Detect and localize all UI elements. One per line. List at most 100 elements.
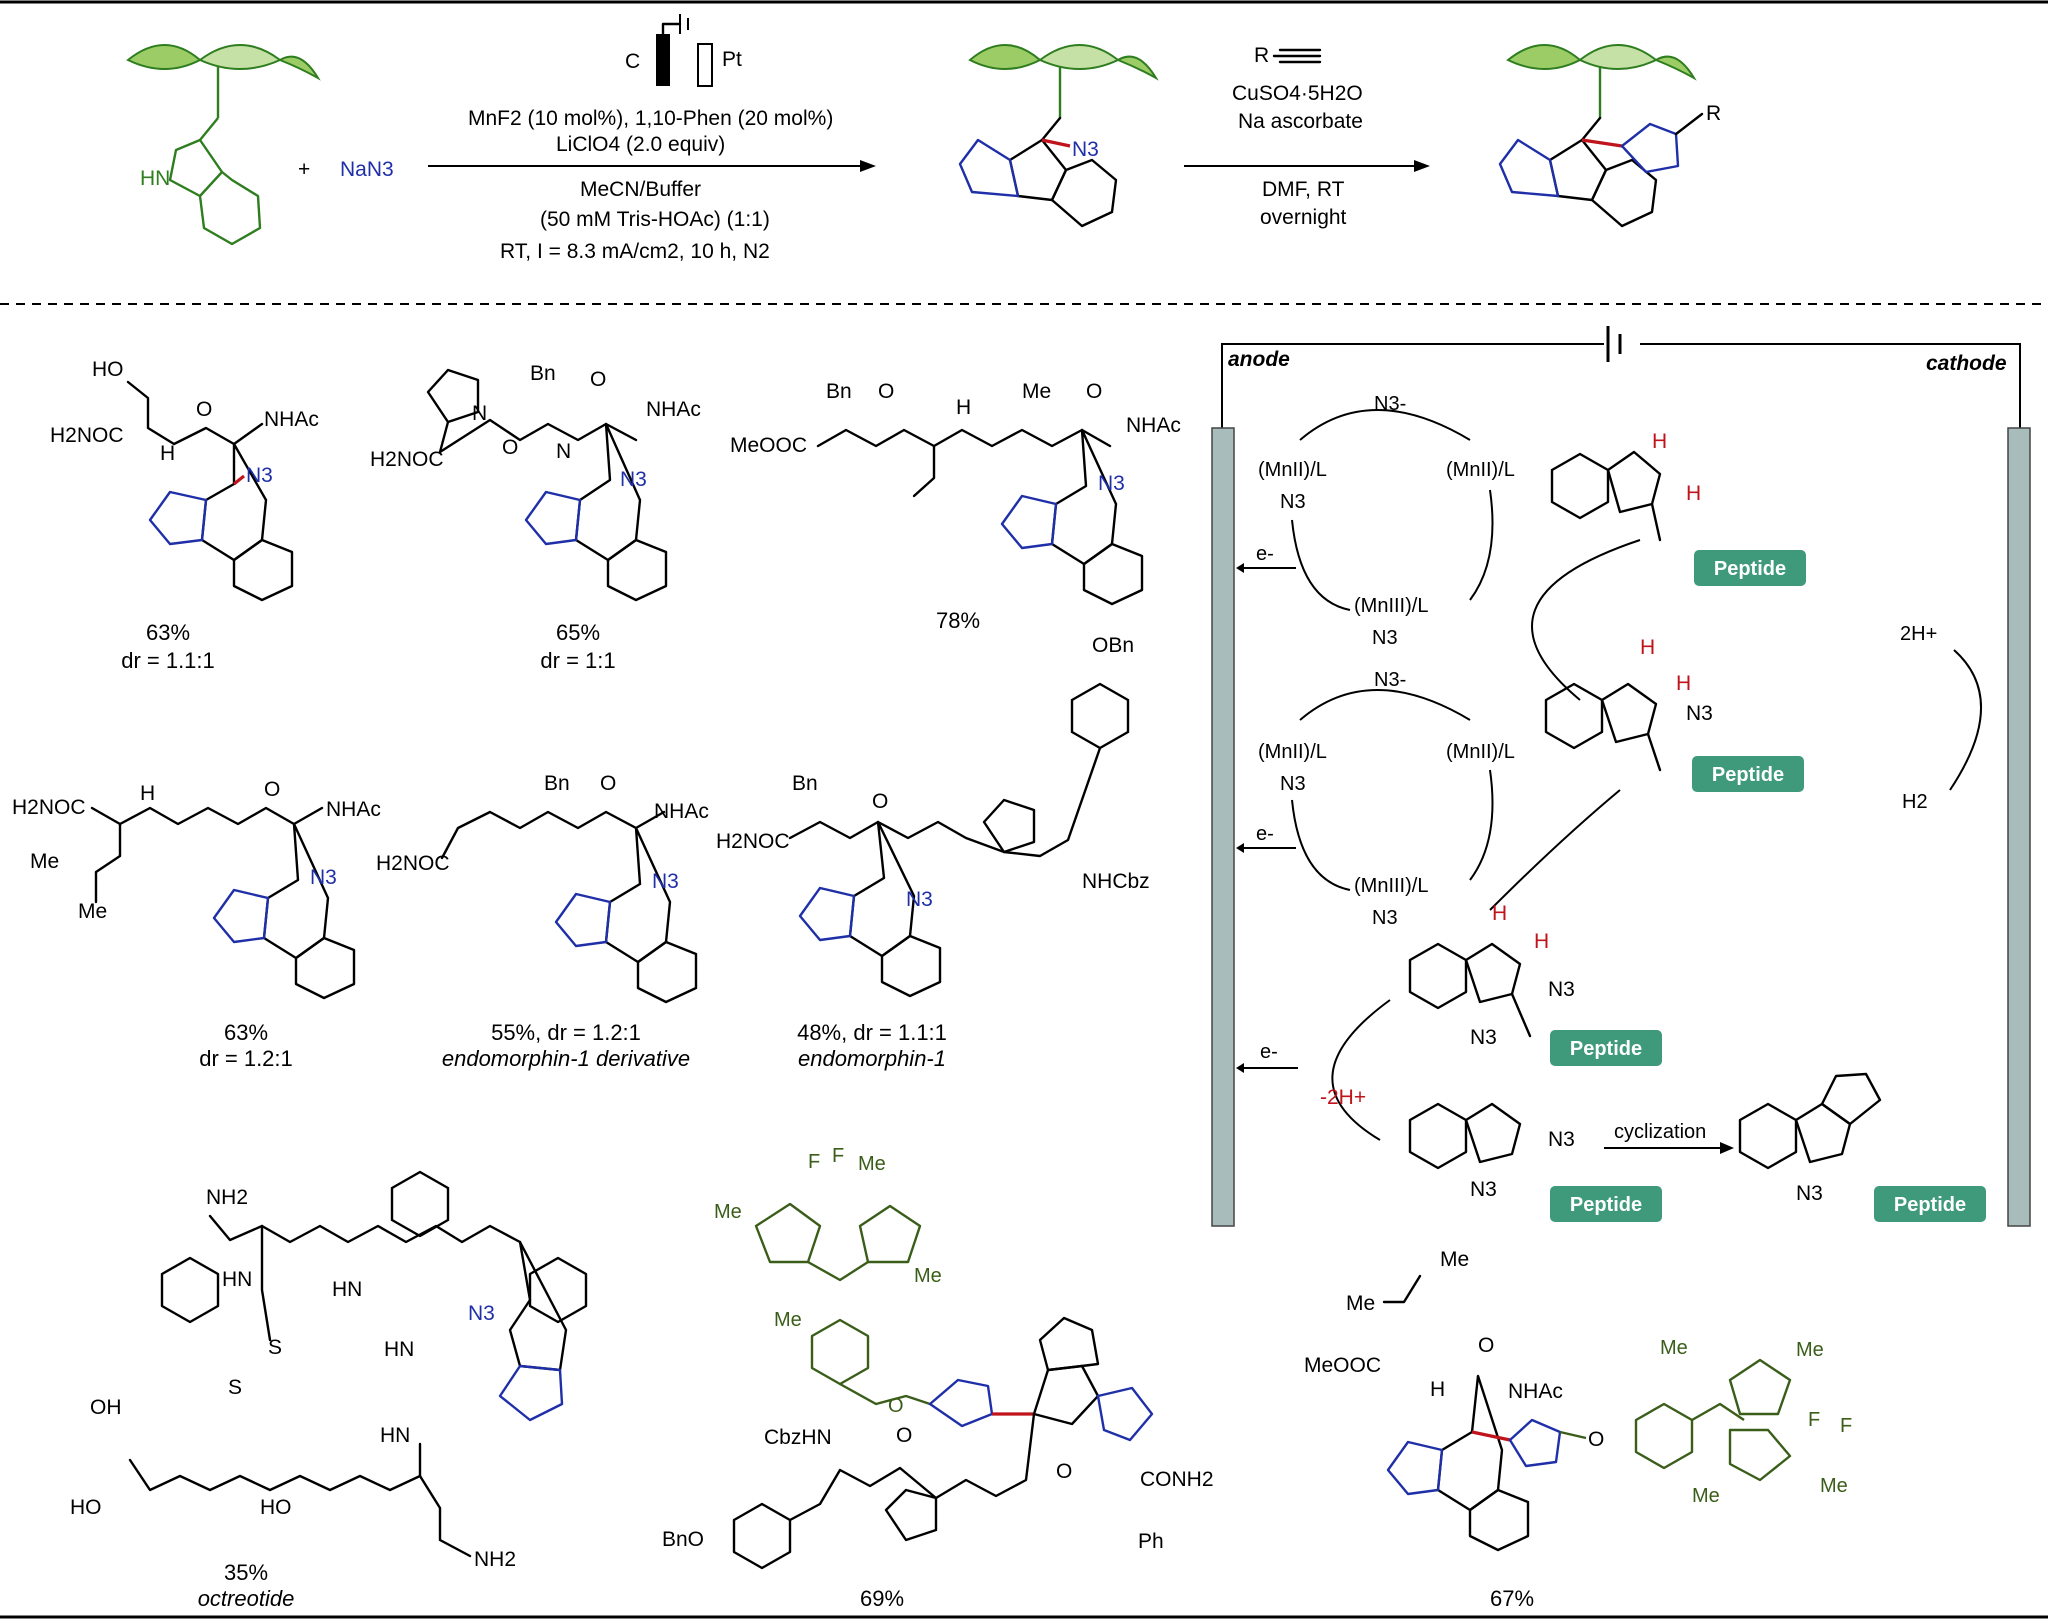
product-6-structure: OBn Bn H2NOC O NHCbz N3	[716, 634, 1150, 998]
triazole-product: R	[1498, 102, 1721, 228]
yield-9: 67%	[1490, 1586, 1534, 1611]
peptide-tag-1	[1694, 550, 1806, 586]
svg-text:H: H	[1492, 902, 1507, 925]
svg-text:O: O	[1478, 1334, 1494, 1357]
svg-text:N: N	[472, 402, 487, 425]
svg-text:N3: N3	[1098, 472, 1125, 495]
svg-text:N3: N3	[1796, 1182, 1823, 1205]
svg-text:O: O	[196, 398, 212, 421]
cycle1-top-arc	[1299, 409, 1471, 441]
svg-text:HO: HO	[70, 1496, 102, 1519]
mn3-azide-2: N3	[1372, 907, 1398, 929]
condition-temperature: RT, I = 8.3 mA/cm2, 10 h, N2	[500, 240, 770, 263]
cathode-electrode	[2007, 427, 2031, 1227]
condition-buffer: (50 mM Tris-HOAc) (1:1)	[540, 208, 770, 231]
dr-2: dr = 1:1	[540, 648, 615, 673]
yield-4: 63%	[224, 1020, 268, 1045]
cyclization-label: cyclization	[1614, 1121, 1706, 1143]
svg-text:S: S	[268, 1336, 282, 1359]
svg-text:NH2: NH2	[474, 1548, 516, 1571]
svg-text:MeOOC: MeOOC	[1304, 1354, 1381, 1377]
svg-text:Bn: Bn	[792, 772, 818, 795]
mech-tetrazole: N3	[1738, 1072, 1882, 1205]
yield-1: 63%	[146, 620, 190, 645]
svg-text:C: C	[625, 50, 640, 73]
dr-1: dr = 1.1:1	[121, 648, 215, 673]
azidation-arrow	[1489, 789, 1621, 911]
proton-loss: -2H+	[1320, 1086, 1366, 1109]
cathode-label: cathode	[1926, 352, 2007, 375]
mechanism-panel	[1211, 326, 2031, 1227]
svg-text:O: O	[590, 368, 606, 391]
product-2-structure: N Bn O H2NOC O N NHAc N3	[370, 362, 701, 602]
product-3-structure: Bn Me MeOOC O H O NHAc N3	[730, 380, 1181, 606]
svg-text:HN: HN	[384, 1338, 414, 1361]
svg-text:N3: N3	[310, 866, 337, 889]
svg-text:Me: Me	[714, 1201, 742, 1223]
svg-text:O: O	[1588, 1428, 1604, 1451]
svg-text:F: F	[1808, 1409, 1820, 1431]
svg-text:Bn: Bn	[826, 380, 852, 403]
mech-indole: H H	[1550, 430, 1701, 542]
svg-text:N3: N3	[1686, 702, 1713, 725]
two-protons: 2H+	[1900, 623, 1937, 645]
condition-solvent: MeCN/Buffer	[580, 178, 701, 201]
svg-text:Bn: Bn	[544, 772, 570, 795]
peptide-helix-product	[968, 44, 1159, 142]
product-4-structure: H2NOC Me Me H O NHAc N3	[12, 778, 381, 1000]
svg-text:O: O	[878, 380, 894, 403]
svg-text:O: O	[872, 790, 888, 813]
condition-electrolyte: LiClO4 (2.0 equiv)	[556, 133, 725, 156]
svg-text:N3: N3	[1072, 138, 1099, 161]
mn3-complex-1: (MnIII)/L	[1354, 595, 1428, 617]
hydrogen-gas: H2	[1902, 791, 1928, 813]
svg-text:Ph: Ph	[1138, 1530, 1164, 1553]
svg-text:OH: OH	[90, 1396, 122, 1419]
click-ascorbate: Na ascorbate	[1238, 110, 1363, 133]
mn2-azide-1: N3	[1280, 491, 1306, 513]
svg-text:NHAc: NHAc	[264, 408, 319, 431]
peptide-label-4: Peptide	[1570, 1194, 1642, 1216]
note-5: endomorphin-1 derivative	[442, 1046, 690, 1071]
peptide-tag-4	[1550, 1186, 1662, 1222]
oxidation-arc	[1331, 999, 1391, 1141]
cycle1-right-arc	[1469, 489, 1494, 601]
svg-text:H2NOC: H2NOC	[376, 852, 450, 875]
svg-text:MeOOC: MeOOC	[730, 434, 807, 457]
yield-8: 69%	[860, 1586, 904, 1611]
svg-text:NHAc: NHAc	[1126, 414, 1181, 437]
svg-text:O: O	[896, 1424, 912, 1447]
mech-diazide: H H N3 N3	[1408, 902, 1575, 1049]
svg-text:O: O	[502, 436, 518, 459]
svg-text:O: O	[1086, 380, 1102, 403]
svg-text:OBn: OBn	[1092, 634, 1134, 657]
alkyne-r: R	[1254, 44, 1269, 67]
yield-3: 78%	[936, 608, 980, 633]
svg-text:Me: Me	[914, 1265, 942, 1287]
svg-text:H: H	[1534, 930, 1549, 953]
svg-text:Me: Me	[1660, 1337, 1688, 1359]
mech-radical: H H N3	[1544, 636, 1713, 772]
product-5-structure: Bn H2NOC O NHAc N3	[376, 772, 709, 1004]
indole-start: HN	[140, 117, 262, 246]
svg-text:N3: N3	[1470, 1178, 1497, 1201]
product-1-structure: HO H2NOC O H NHAc N3	[50, 358, 319, 602]
mech-indolenine: N3 N3	[1408, 1102, 1575, 1201]
note-6: endomorphin-1	[798, 1046, 946, 1071]
svg-text:Me: Me	[1022, 380, 1051, 403]
peptide-tag-5	[1874, 1186, 1986, 1222]
cycle1-left-arc	[1291, 519, 1351, 611]
svg-text:Pt: Pt	[722, 48, 742, 71]
svg-text:H2NOC: H2NOC	[370, 448, 444, 471]
peptide-tag-3	[1550, 1030, 1662, 1066]
plus-sign: +	[298, 158, 310, 181]
svg-text:H: H	[160, 442, 175, 465]
svg-text:Me: Me	[78, 900, 107, 923]
peptide-label-3: Peptide	[1570, 1038, 1642, 1060]
svg-text:F: F	[1840, 1415, 1852, 1437]
mn2-complex-1: (MnII)/L	[1258, 459, 1327, 481]
svg-text:NHCbz: NHCbz	[1082, 870, 1150, 893]
peptide-tag-2	[1692, 756, 1804, 792]
svg-text:NHAc: NHAc	[646, 398, 701, 421]
svg-text:N3: N3	[468, 1302, 495, 1325]
